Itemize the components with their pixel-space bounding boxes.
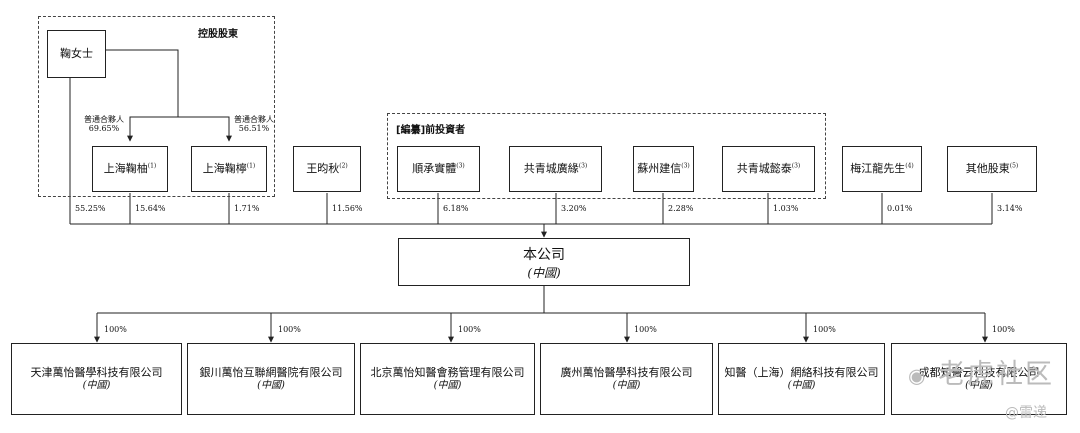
sh-juning-label: 上海鞠檸 (202, 162, 247, 176)
gp-note-right: 普通合夥人 56.51% (230, 115, 278, 133)
others-label: 其他股東 (965, 162, 1010, 176)
company-name: 本公司 (523, 246, 565, 263)
others-note: (5) (1009, 162, 1019, 170)
gqc-yt-box: 共青城懿泰(3) (722, 146, 815, 192)
suzhou-box: 蘇州建信(3) (633, 146, 694, 192)
subsidiary-name: 北京萬怡知醫會務管理有限公司 (370, 365, 525, 379)
subsidiary-name: 成都知醫云科技有限公司 (918, 365, 1040, 379)
controlling-shareholders-frame (38, 16, 275, 197)
subsidiary-pct: 100% (278, 325, 301, 334)
watermark-main-text: 老虎社区 (938, 359, 1055, 390)
subsidiary-name: 天津萬怡醫學科技有限公司 (30, 365, 163, 379)
suzhou-label: 蘇州建信 (637, 162, 682, 176)
subsidiary-jurisdiction: (中國) (787, 380, 816, 392)
subsidiary-name: 廣州萬怡醫學科技有限公司 (560, 365, 693, 379)
gqc-gy-box: 共青城廣緣(3) (509, 146, 602, 192)
subsidiary-box: 銀川萬怡互聯網醫院有限公司 (中國) (187, 343, 355, 415)
gp-pct-left: 69.65% (88, 124, 120, 134)
subsidiary-pct: 100% (992, 325, 1015, 334)
wang-note: (2) (339, 162, 348, 170)
subsidiary-jurisdiction: (中國) (965, 380, 993, 392)
gqc-yt-pct: 1.03% (773, 204, 799, 213)
company-box: 本公司 (中國) (398, 238, 690, 286)
watermark-main: ◉ 老虎社区 (908, 352, 1054, 391)
subsidiary-box: 廣州萬怡醫學科技有限公司 (中國) (540, 343, 713, 415)
shuncheng-note: (3) (456, 162, 465, 170)
subsidiary-box: 北京萬怡知醫會務管理有限公司 (中國) (360, 343, 535, 415)
ms-ju-label: 鞠女士 (60, 47, 93, 61)
gqc-yt-note: (3) (791, 162, 801, 170)
subsidiary-box: 成都知醫云科技有限公司 (中國) (891, 343, 1067, 415)
subsidiary-pct: 100% (458, 325, 481, 334)
suzhou-note: (3) (681, 162, 690, 170)
subsidiary-name: 銀川萬怡互聯網醫院有限公司 (199, 365, 343, 379)
shuncheng-box: 順承實體(3) (397, 146, 480, 192)
subsidiary-pct: 100% (634, 325, 657, 334)
gp-pct-right: 56.51% (238, 124, 270, 134)
subsidiary-box: 天津萬怡醫學科技有限公司 (中國) (11, 343, 182, 415)
subsidiary-jurisdiction: (中國) (433, 380, 462, 392)
watermark-handle: @雷递 (1005, 405, 1047, 421)
shuncheng-pct: 6.18% (443, 204, 469, 213)
sh-juyou-pct: 15.64% (135, 204, 166, 213)
others-box: 其他股東(5) (947, 146, 1037, 192)
suzhou-pct: 2.28% (668, 204, 694, 213)
wang-label: 王昀秋 (306, 162, 340, 176)
subsidiary-pct: 100% (104, 325, 127, 334)
subsidiary-jurisdiction: (中國) (612, 380, 641, 392)
wang-pct: 11.56% (332, 204, 363, 213)
pre-ipo-investors-title: [編纂]前投資者 (396, 125, 466, 136)
wang-box: 王昀秋(2) (293, 146, 361, 192)
subsidiary-jurisdiction: (中國) (82, 380, 111, 392)
sh-juning-box: 上海鞠檸(1) (191, 146, 267, 192)
gp-note-right-label: 普通合夥人 (234, 115, 274, 124)
gqc-gy-label: 共青城廣緣 (523, 162, 579, 176)
gqc-yt-label: 共青城懿泰 (736, 162, 792, 176)
others-pct: 3.14% (997, 204, 1023, 213)
controlling-shareholders-title: 控股股東 (198, 29, 238, 40)
gp-note-left: 普通合夥人 69.65% (80, 115, 128, 133)
subsidiary-jurisdiction: (中國) (257, 380, 285, 392)
pre-ipo-investors-frame (387, 113, 826, 199)
sh-juyou-label: 上海鞠柚 (103, 162, 148, 176)
gp-line-left (127, 116, 178, 142)
gqc-gy-pct: 3.20% (561, 204, 587, 213)
company-jurisdiction: (中國) (527, 265, 561, 280)
gp-note-left-label: 普通合夥人 (84, 115, 124, 124)
gqc-gy-note: (3) (578, 162, 588, 170)
sh-juning-pct: 1.71% (234, 204, 260, 213)
mei-pct: 0.01% (887, 204, 913, 213)
subsidiary-name: 知醫（上海）網絡科技有限公司 (724, 365, 879, 379)
sh-juyou-box: 上海鞠柚(1) (92, 146, 168, 192)
sh-juning-note: (1) (246, 162, 256, 170)
subsidiary-box: 知醫（上海）網絡科技有限公司 (中國) (718, 343, 885, 415)
subsidiary-pct: 100% (813, 325, 836, 334)
mei-box: 梅江龍先生(4) (842, 146, 922, 192)
mei-note: (4) (905, 162, 914, 170)
ms-ju-box: 鞠女士 (47, 30, 106, 78)
sh-juyou-note: (1) (147, 162, 157, 170)
shuncheng-label: 順承實體 (412, 162, 457, 176)
mei-label: 梅江龍先生 (850, 162, 906, 176)
tiger-logo-icon: ◉ (908, 363, 928, 388)
ms-ju-pct: 55.25% (75, 204, 106, 213)
